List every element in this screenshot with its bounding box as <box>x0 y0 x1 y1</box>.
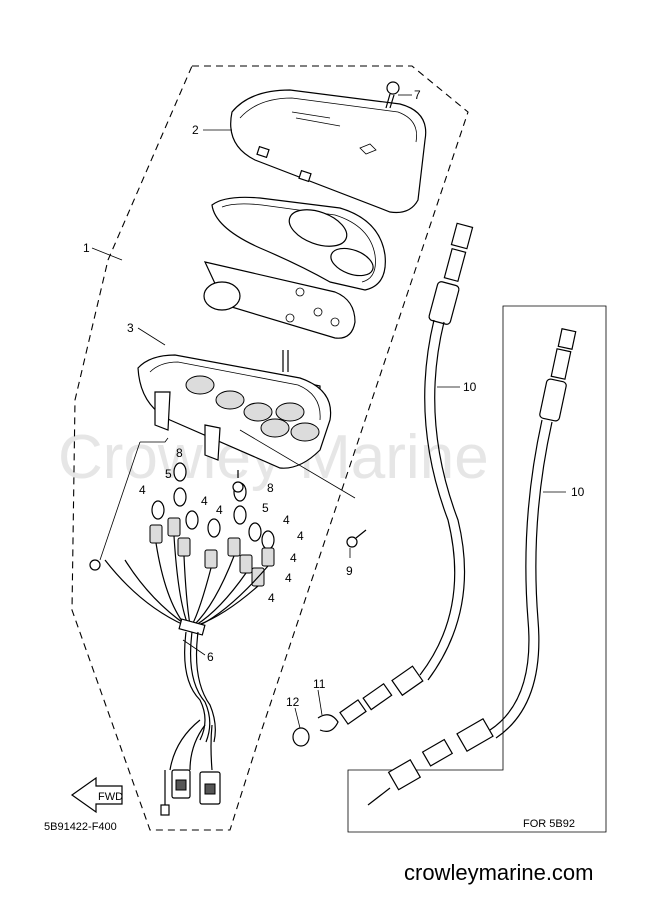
wire-harness <box>104 517 275 816</box>
website-label: crowleymarine.com <box>404 860 594 885</box>
callout-1: 1 <box>83 241 90 255</box>
gasket-frame <box>211 196 386 291</box>
meter-case <box>137 354 356 499</box>
callout-6: 6 <box>207 650 214 664</box>
drawing-number: 5B91422-F400 <box>44 821 117 833</box>
callout-12: 12 <box>286 695 300 709</box>
assembly-boundary <box>71 65 469 831</box>
callout-4-h: 4 <box>268 591 275 605</box>
callout-8-right: 8 <box>267 481 274 495</box>
callout-3: 3 <box>127 321 134 335</box>
callout-5-right: 5 <box>262 501 269 515</box>
callout-4-a: 4 <box>139 483 146 497</box>
fwd-arrow: FWD <box>70 776 123 814</box>
callout-11: 11 <box>313 677 326 691</box>
callout-4-g: 4 <box>285 571 292 585</box>
callout-9: 9 <box>346 564 353 578</box>
callout-10-5b92: 10 <box>571 485 585 499</box>
callout-4-b: 4 <box>201 494 208 508</box>
screws <box>89 81 400 571</box>
callout-7: 7 <box>414 88 421 102</box>
variant-label: FOR 5B92 <box>523 818 575 830</box>
variant-inset <box>347 305 607 833</box>
callout-10: 10 <box>463 380 477 394</box>
clip <box>317 714 339 732</box>
callout-2: 2 <box>192 123 199 137</box>
speedometer-cable-5b92 <box>367 328 577 806</box>
callout-4-d: 4 <box>283 513 290 527</box>
fwd-label: FWD <box>98 791 123 803</box>
speedometer-cable <box>339 222 474 725</box>
meter-cover <box>230 89 427 214</box>
callout-5-left: 5 <box>165 467 172 481</box>
o-ring <box>292 727 310 747</box>
callout-8-left: 8 <box>176 446 183 460</box>
callout-4-c: 4 <box>216 503 223 517</box>
callout-4-e: 4 <box>297 529 304 543</box>
leader-lines <box>91 94 566 729</box>
callout-4-f: 4 <box>290 551 297 565</box>
